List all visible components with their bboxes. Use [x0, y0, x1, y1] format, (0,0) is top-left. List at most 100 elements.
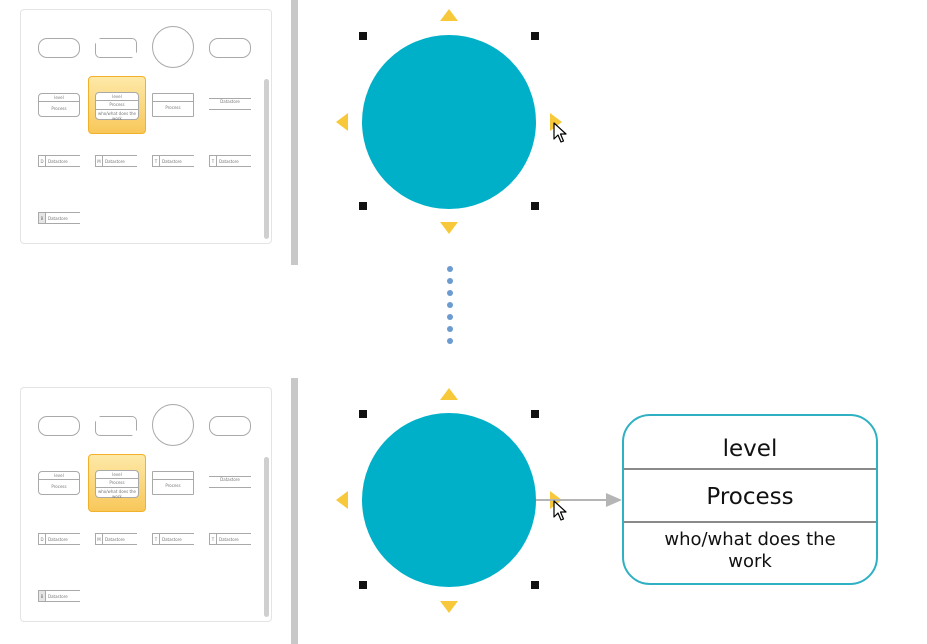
process-shape-selected[interactable]: level Process who/what does the work [95, 470, 139, 499]
connect-arrow-right-icon[interactable] [550, 113, 562, 131]
resize-handle-top-right[interactable] [531, 410, 539, 418]
connect-arrow-left-icon[interactable] [336, 491, 348, 509]
connect-arrow-up-icon[interactable] [440, 388, 458, 400]
circle-shape[interactable] [152, 26, 194, 68]
datastore-id: T [153, 156, 160, 166]
connect-arrow-left-icon[interactable] [336, 113, 348, 131]
selected-circle-shape[interactable] [362, 413, 536, 587]
datastore-label: Datastore [48, 594, 68, 599]
datastore-label: Datastore [105, 537, 125, 542]
process-sub-text: who/what does the work [97, 489, 137, 499]
selected-shape-highlight[interactable]: level Process who/what does the work [88, 454, 146, 512]
transition-dot [447, 302, 453, 308]
process-label-text: Process [51, 484, 67, 489]
datastore-shape[interactable]: M Datastore [95, 533, 137, 545]
datastore-shape[interactable]: D Datastore [38, 155, 80, 167]
shape-palette-bottom: level Process level Process who/what doe… [20, 387, 272, 622]
connect-arrow-down-icon[interactable] [440, 601, 458, 613]
selected-circle-shape[interactable] [362, 35, 536, 209]
external-entity-shape[interactable]: Datastore [209, 476, 251, 490]
external-entity-shape[interactable]: Datastore [209, 98, 251, 112]
datastore-label: Datastore [105, 159, 125, 164]
connect-arrow-down-icon[interactable] [440, 222, 458, 234]
datastore-id: D [39, 534, 46, 544]
transition-dot [447, 278, 453, 284]
rounded-rectangle-shape[interactable] [209, 38, 251, 58]
datastore-id: T [210, 156, 217, 166]
external-entity-text: Datastore [220, 99, 240, 104]
datastore-label: Datastore [162, 537, 182, 542]
resize-handle-top-left[interactable] [359, 32, 367, 40]
process-shape-selected[interactable]: level Process who/what does the work [95, 92, 139, 121]
datastore-label: Datastore [219, 537, 239, 542]
process-plain-shape[interactable]: Process [152, 93, 194, 117]
datastore-shape[interactable]: T Datastore [209, 533, 251, 545]
process-plain-text: Process [165, 483, 181, 488]
transition-dot [447, 326, 453, 332]
process-title: Process [706, 484, 794, 510]
selected-shape-highlight[interactable]: level Process who/what does the work [88, 76, 146, 134]
process-shape-small[interactable]: level Process [38, 471, 80, 495]
transition-dot [447, 290, 453, 296]
datastore-id: T [153, 534, 160, 544]
process-shape-small[interactable]: level Process [38, 93, 80, 117]
process-separator [624, 468, 876, 470]
process-level-text: level [54, 473, 64, 478]
process-level-text: level [112, 472, 122, 477]
connect-arrow-up-icon[interactable] [440, 9, 458, 21]
process-level-text: level [112, 94, 122, 99]
process-separator [624, 521, 876, 523]
datastore-shape[interactable]: M Datastore [95, 155, 137, 167]
resize-handle-bottom-left[interactable] [359, 581, 367, 589]
resize-handle-bottom-right[interactable] [531, 581, 539, 589]
transition-dot [447, 314, 453, 320]
process-box[interactable]: level Process who/what does the work [622, 414, 878, 585]
datastore-label: Datastore [219, 159, 239, 164]
palette-scrollbar[interactable] [264, 14, 269, 239]
datastore-id: B [39, 591, 46, 601]
datastore-label: Datastore [48, 537, 68, 542]
terminator-shape[interactable] [38, 38, 80, 58]
datastore-shape[interactable]: T Datastore [209, 155, 251, 167]
rounded-rectangle-shape[interactable] [209, 416, 251, 436]
clipped-rectangle-shape[interactable] [95, 416, 137, 436]
process-level-text: level [54, 95, 64, 100]
datastore-id: M [96, 156, 103, 166]
process-subtitle-line2: work [728, 551, 772, 572]
process-subtitle-line1: who/what does the [664, 529, 836, 550]
process-plain-shape[interactable]: Process [152, 471, 194, 495]
datastore-shape[interactable]: D Datastore [38, 533, 80, 545]
palette-scrollbar[interactable] [264, 392, 269, 617]
panel-divider[interactable] [291, 378, 298, 644]
resize-handle-top-right[interactable] [531, 32, 539, 40]
datastore-label: Datastore [48, 216, 68, 221]
datastore-id: B [39, 213, 46, 223]
transition-dot [447, 338, 453, 344]
panel-divider[interactable] [291, 0, 298, 265]
datastore-id: T [210, 534, 217, 544]
transition-dot [447, 266, 453, 272]
datastore-shape[interactable]: B Datastore [38, 212, 80, 224]
process-sub-text: who/what does the work [97, 111, 137, 121]
datastore-shape[interactable]: T Datastore [152, 533, 194, 545]
datastore-id: D [39, 156, 46, 166]
process-label-text: Process [109, 480, 125, 485]
process-label-text: Process [109, 102, 125, 107]
datastore-label: Datastore [162, 159, 182, 164]
datastore-shape[interactable]: B Datastore [38, 590, 80, 602]
process-label-text: Process [51, 106, 67, 111]
process-level: level [722, 436, 778, 462]
resize-handle-top-left[interactable] [359, 410, 367, 418]
shape-palette-top: level Process level Process who/what doe… [20, 9, 272, 244]
resize-handle-bottom-right[interactable] [531, 202, 539, 210]
palette-scroll-thumb[interactable] [264, 457, 269, 617]
external-entity-text: Datastore [220, 477, 240, 482]
datastore-label: Datastore [48, 159, 68, 164]
datastore-shape[interactable]: T Datastore [152, 155, 194, 167]
palette-scroll-thumb[interactable] [264, 79, 269, 239]
datastore-id: M [96, 534, 103, 544]
terminator-shape[interactable] [38, 416, 80, 436]
clipped-rectangle-shape[interactable] [95, 38, 137, 58]
resize-handle-bottom-left[interactable] [359, 202, 367, 210]
circle-shape[interactable] [152, 404, 194, 446]
